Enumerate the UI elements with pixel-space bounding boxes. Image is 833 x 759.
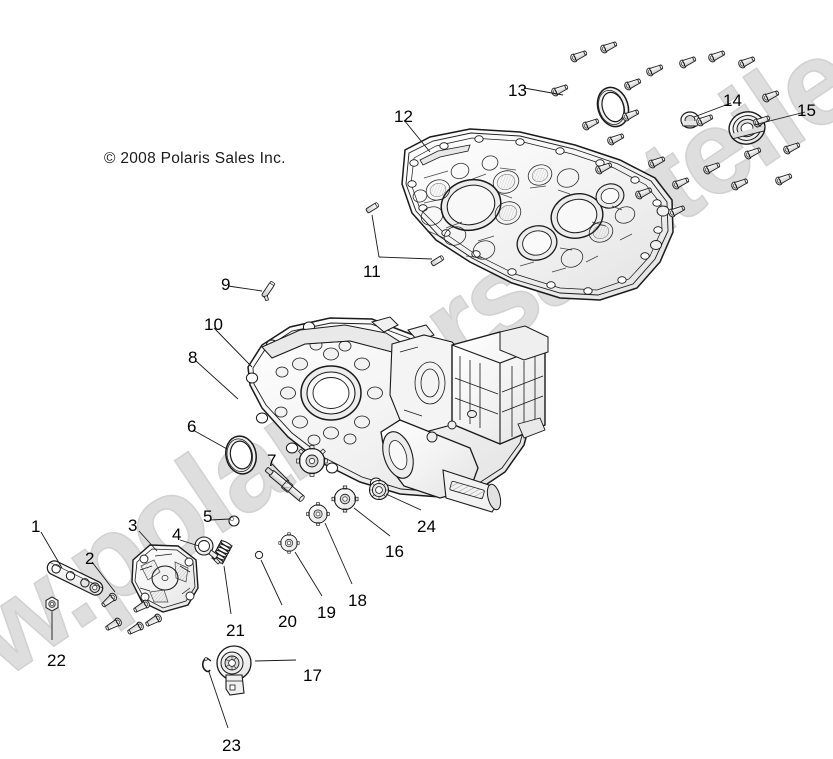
callout-1: 1 [31,517,41,536]
speed-sensor-17 [216,645,252,696]
callout-18: 18 [348,591,367,610]
dowel-pin-upper [365,202,445,267]
callout-3: 3 [128,516,138,535]
clip-pin-23 [201,657,212,673]
callout-24: 24 [417,517,436,536]
oil-seal-upper [596,86,630,128]
callout-11: 11 [363,262,381,281]
callout-22: 22 [47,651,66,670]
callout-21: 21 [226,621,245,640]
callout-9: 9 [221,275,231,294]
leader-lines [40,87,806,729]
callout-10: 10 [204,315,223,334]
gearcase-housing-assembly [245,316,549,513]
bearing-24 [368,479,390,501]
callout-15: 15 [797,101,816,120]
callout-4: 4 [172,525,182,544]
detent-ball-20 [254,550,264,560]
gearcase-cover-assembly [401,128,674,301]
callout-13: 13 [508,81,527,100]
callout-5: 5 [203,507,213,526]
callout-8: 8 [188,348,198,367]
callout-12: 12 [394,107,413,126]
oil-seal-lower [225,435,257,475]
nut-22 [45,596,59,612]
callout-19: 19 [317,603,336,622]
callout-6: 6 [187,417,197,436]
callout-23: 23 [222,736,241,755]
bracket-link-1 [46,560,104,596]
gear-19 [278,532,300,554]
callout-14: 14 [723,91,742,110]
callout-2: 2 [85,549,95,568]
shaft-7 [264,445,328,502]
callout-7: 7 [267,451,277,470]
dowel-pin-9 [261,281,276,301]
bushing-14 [680,111,700,129]
cover-plate-3 [131,544,199,613]
callout-16: 16 [385,542,404,561]
gear-18 [306,502,330,526]
copyright-notice: © 2008 Polaris Sales Inc. [104,150,286,167]
callout-20: 20 [278,612,297,631]
detent-ball-5 [228,515,240,527]
retainer-4 [194,536,221,565]
callout-17: 17 [303,666,322,685]
